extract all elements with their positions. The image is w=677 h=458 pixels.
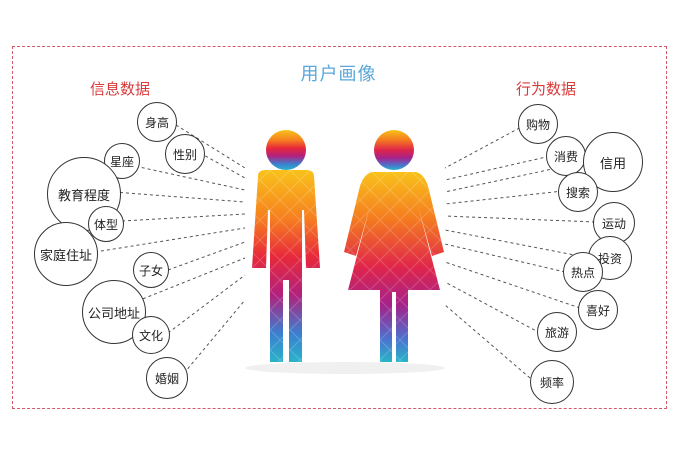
right-section-title: 行为数据 [516,80,577,98]
diagram-frame [12,46,667,409]
left-bubble-marriage: 婚姻 [146,357,188,399]
left-bubble-gender: 性别 [165,134,205,174]
right-bubble-frequency: 频率 [530,360,574,404]
right-bubble-preferences: 喜好 [578,290,618,330]
left-section-title: 信息数据 [90,80,151,98]
left-bubble-zodiac: 星座 [104,143,140,179]
left-bubble-home-address: 家庭住址 [34,222,98,286]
right-bubble-consumption: 消费 [546,136,586,176]
left-bubble-body-type: 体型 [88,206,124,242]
left-bubble-children: 子女 [133,252,169,288]
right-bubble-travel: 旅游 [537,312,577,352]
female-figure-icon [344,130,444,362]
male-figure-icon [252,130,320,362]
right-bubble-hot-topics: 热点 [563,252,603,292]
left-bubble-height: 身高 [137,102,177,142]
right-bubble-shopping: 购物 [518,104,558,144]
right-bubble-search: 搜索 [558,172,598,212]
diagram-title: 用户画像 [300,64,377,85]
left-bubble-culture: 文化 [132,316,170,354]
